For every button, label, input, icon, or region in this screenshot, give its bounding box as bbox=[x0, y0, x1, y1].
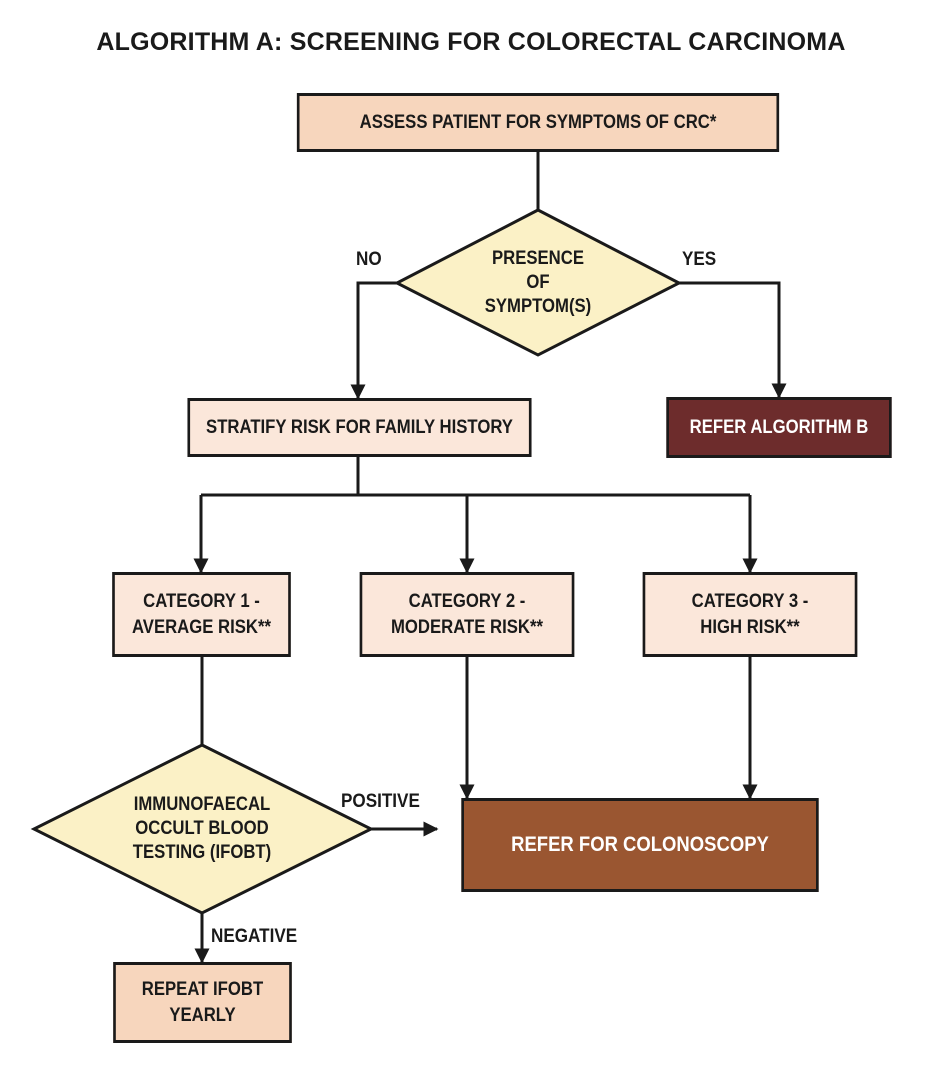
category-1-box: CATEGORY 1 - AVERAGE RISK** bbox=[112, 572, 291, 657]
refer-for-colonoscopy-box: REFER FOR COLONOSCOPY bbox=[461, 798, 819, 892]
presence-of-symptoms-text: PRESENCE OF SYMPTOM(S) bbox=[484, 248, 592, 317]
stratify-risk-box: STRATIFY RISK FOR FAMILY HISTORY bbox=[187, 398, 532, 457]
category-3-box: CATEGORY 3 - HIGH RISK** bbox=[642, 572, 858, 657]
diagram-title: ALGORITHM A: SCREENING FOR COLORECTAL CA… bbox=[96, 28, 846, 56]
refer-algorithm-b-box: REFER ALGORITHM B bbox=[666, 397, 892, 458]
connector-no-to-stratify bbox=[350, 281, 397, 400]
negative-label: NEGATIVE bbox=[211, 926, 298, 947]
assess-patient-box: ASSESS PATIENT FOR SYMPTOMS OF CRC* bbox=[296, 93, 780, 152]
positive-label: POSITIVE bbox=[341, 791, 420, 812]
decision-diamond-symptoms bbox=[393, 208, 683, 357]
ifobt-decision-text: IMMUNOFAECAL OCCULT BLOOD TESTING (IFOBT… bbox=[132, 794, 272, 863]
repeat-ifobt-box: REPEAT IFOBT YEARLY bbox=[113, 962, 292, 1043]
decision-diamond-ifobt bbox=[30, 743, 375, 915]
yes-label: YES bbox=[682, 249, 717, 270]
connector-yes-to-refer-b bbox=[679, 281, 787, 399]
no-label: NO bbox=[356, 249, 382, 270]
category-2-box: CATEGORY 2 - MODERATE RISK** bbox=[359, 572, 575, 657]
